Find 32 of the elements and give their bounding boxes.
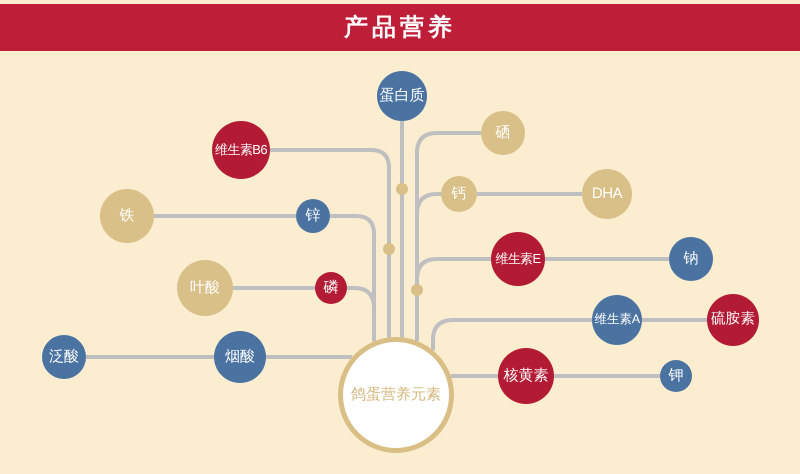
connector-line: [477, 192, 582, 196]
nutrient-label: 蛋白质: [380, 88, 424, 104]
nutrient-label: 核黄素: [504, 368, 548, 384]
connector-line: [154, 214, 296, 218]
connector-line: [554, 374, 660, 378]
nutrient-label: 叶酸: [190, 280, 220, 296]
connector-line: [270, 148, 391, 338]
connector-line: [431, 318, 592, 350]
nutrient-label: 锌: [306, 208, 320, 224]
nutrient-label: 钾: [668, 368, 684, 384]
nutrient-label: 泛酸: [49, 348, 79, 366]
nutrient-label: 磷: [324, 280, 338, 296]
nutrient-label: 硫胺素: [710, 312, 756, 328]
connector-line: [86, 355, 214, 359]
connector-line: [347, 286, 376, 342]
title: 产品营养: [344, 16, 456, 40]
hub-label: 鸽蛋营养元素: [351, 386, 441, 404]
connector-line: [266, 355, 352, 359]
nutrient-label: 铁: [120, 208, 134, 224]
connector-line: [450, 374, 498, 378]
nutrient-label: 维生素A: [594, 313, 640, 327]
nutrient-label: 硒: [496, 124, 510, 142]
connector-line: [400, 121, 404, 338]
nutrient-label: 维生素B6: [215, 142, 267, 158]
connector-line: [545, 257, 669, 261]
nutrient-label: 维生素E: [495, 252, 541, 266]
nutrient-label: 钠: [684, 250, 698, 268]
connector-line: [642, 318, 707, 322]
connector-line: [233, 286, 315, 290]
nutrient-label: 钙: [452, 186, 466, 202]
nutrient-label: 烟酸: [225, 348, 255, 366]
nutrient-label: DHA: [592, 186, 622, 202]
